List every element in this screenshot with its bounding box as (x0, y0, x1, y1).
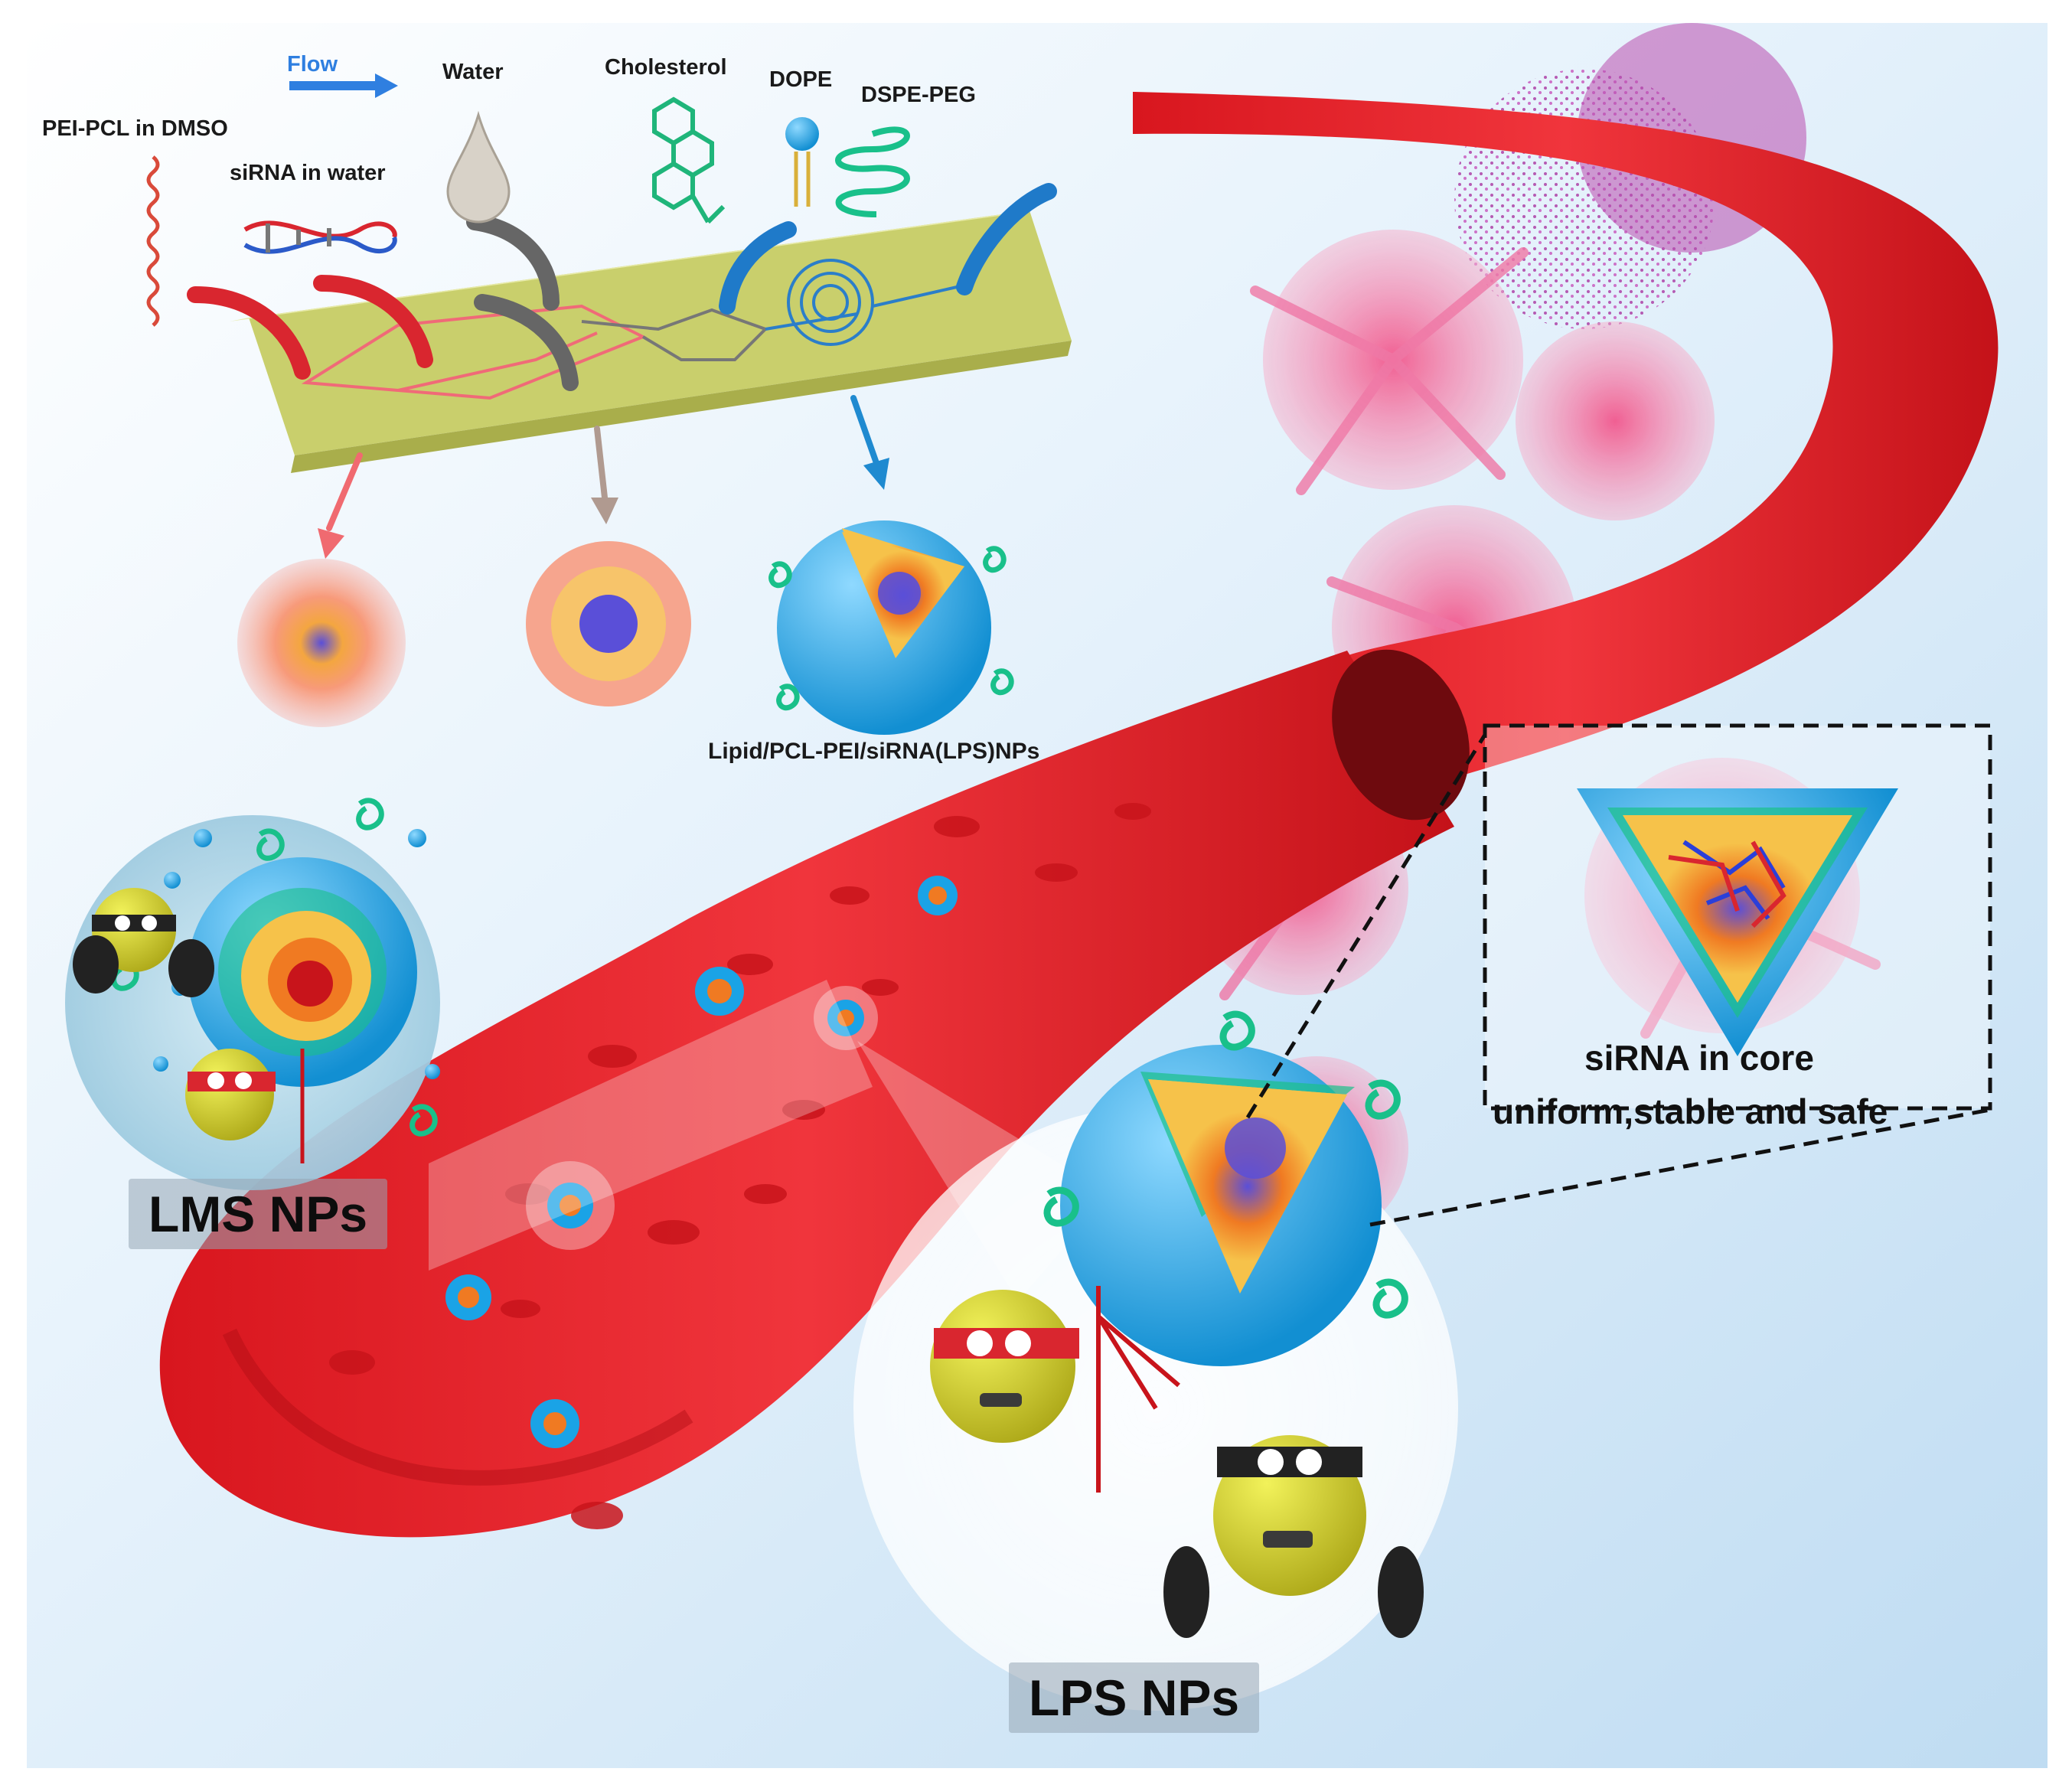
lps-caption-label: Lipid/PCL-PEI/siRNA(LPS)NPs (708, 739, 1040, 764)
polymer-chain-icon (146, 155, 160, 327)
lms-bubble (65, 798, 440, 1190)
water-label: Water (442, 60, 504, 84)
lps-np-label: LPS NPs (1009, 1662, 1260, 1733)
cholesterol-label: Cholesterol (605, 55, 727, 80)
hero-character-lps (930, 1286, 1180, 1493)
lps-particle-small (768, 520, 1014, 735)
magnify-beam-lms (429, 980, 873, 1271)
lps-bubble (853, 1010, 1458, 1711)
hero-character (185, 1049, 305, 1163)
stage-nanoparticles (237, 520, 1014, 735)
inset-text-line2: uniform,stable and safe (1493, 1091, 1888, 1131)
sirna-water-label: siRNA in water (230, 161, 386, 185)
flow-arrow-icon (289, 73, 398, 98)
water-drop-icon (446, 110, 511, 224)
circulating-nanoparticles (445, 876, 958, 1448)
core-inset (1245, 723, 1992, 1227)
robber-character-lps (1163, 1435, 1424, 1638)
cholesterol-icon (652, 96, 726, 224)
flow-label: Flow (287, 52, 338, 77)
dope-lipid-icon (785, 117, 819, 207)
dna-icon (243, 220, 397, 254)
peg-coil-icon (835, 126, 910, 217)
microfluidic-chip (187, 183, 1072, 559)
blood-vessel (159, 92, 1999, 1538)
dope-label: DOPE (769, 67, 833, 92)
robber-character (73, 888, 214, 997)
inset-text-line1: siRNA in core (1584, 1038, 1814, 1078)
lms-np-label: LMS NPs (129, 1179, 388, 1249)
dspe-peg-label: DSPE-PEG (861, 83, 976, 107)
pei-pcl-label: PEI-PCL in DMSO (42, 116, 228, 141)
